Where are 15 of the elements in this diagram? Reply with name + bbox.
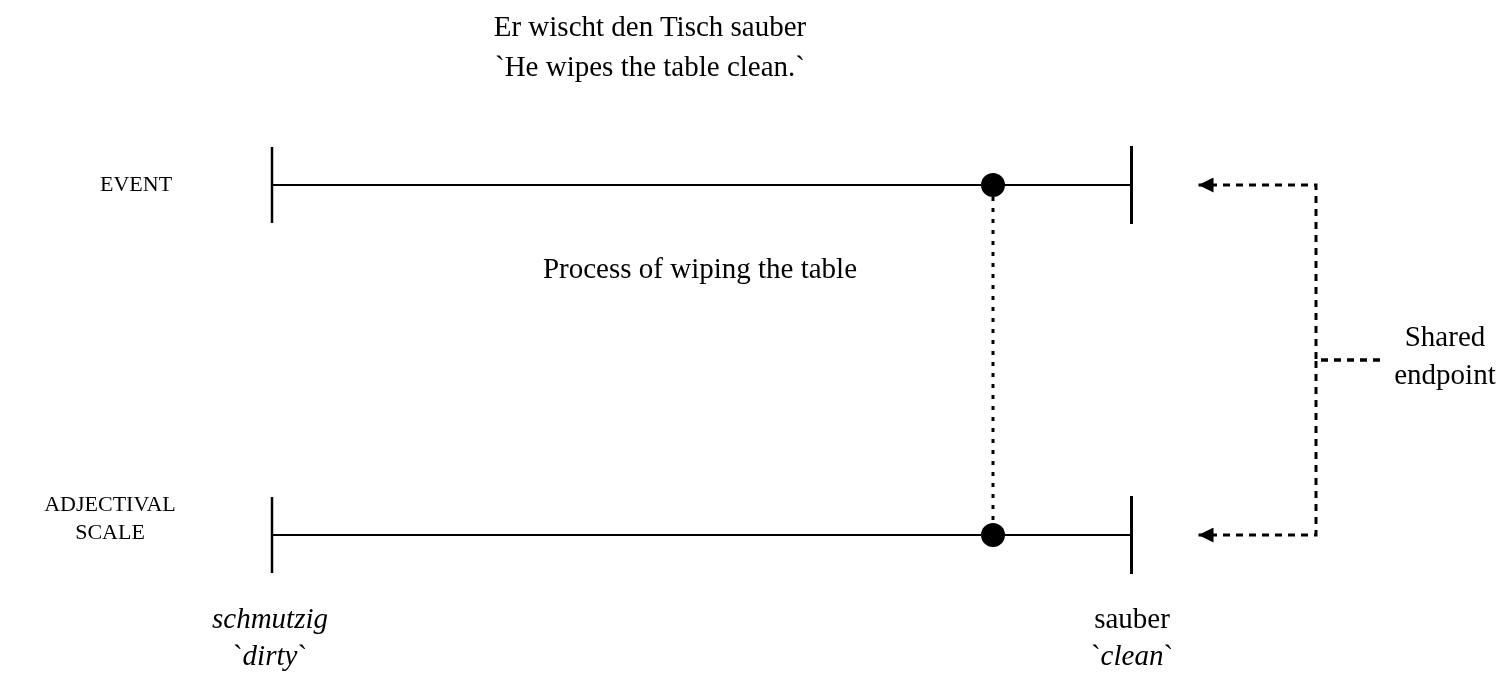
row-label: EVENT (100, 170, 173, 198)
title: Er wischt den Tisch sauber (492, 9, 808, 44)
endpoint-tick (1129, 146, 1133, 224)
process-label: Process of wiping the table (541, 251, 859, 286)
scale-endpoint-gloss: `clean` (1089, 638, 1175, 673)
scale-endpoint-gloss: `dirty` (231, 638, 309, 673)
endpoint-tick (1129, 496, 1133, 574)
gloss: `He wipes the table clean.` (494, 49, 806, 84)
endpoint-dot (981, 523, 1005, 547)
row-label: ADJECTIVAL SCALE (43, 490, 177, 545)
arrow (1198, 358, 1380, 543)
annotation-text: Shared endpoint (1380, 318, 1509, 402)
endpoint-dot (981, 173, 1005, 197)
scale-endpoint-label: schmutzig (211, 601, 329, 636)
scale-endpoint-label: sauber (1093, 601, 1171, 636)
